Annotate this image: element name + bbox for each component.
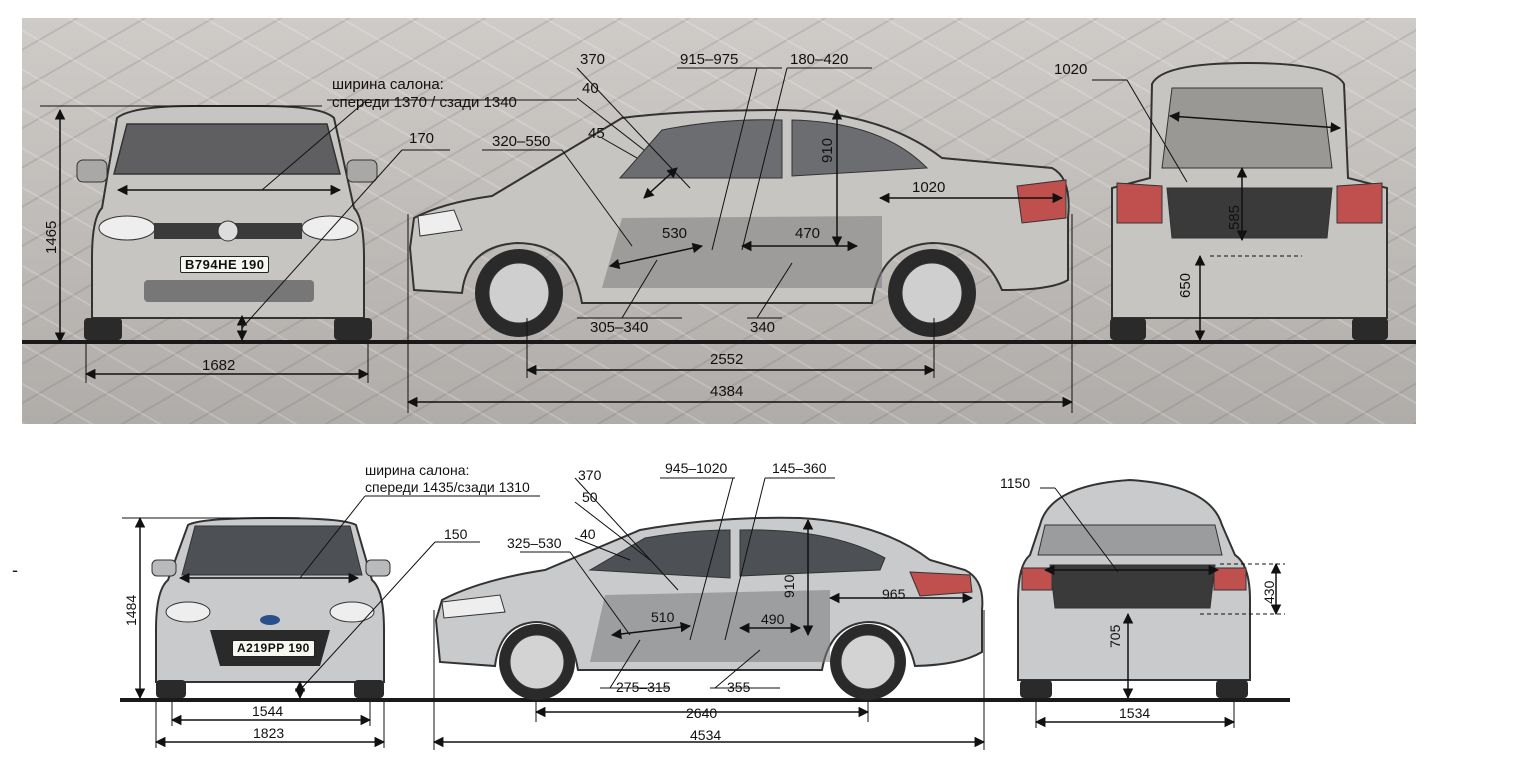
rear-view-car (1017, 478, 1251, 698)
dim-490: 490 (761, 611, 785, 627)
cabin-width-values: спереди 1370 / сзади 1340 (332, 94, 517, 111)
front-view-car (151, 516, 391, 698)
dim-965: 965 (882, 586, 906, 602)
cabin-width-label: ширина салона: (365, 462, 470, 478)
separator-dash: - (12, 560, 18, 580)
top-car-panel: ширина салона: спереди 1370 / сзади 1340… (22, 18, 1416, 424)
trunk-depth-label: 430 (1261, 580, 1277, 604)
dim-1020-cabin: 1020 (912, 179, 946, 196)
dim-325-530: 325–530 (507, 535, 562, 551)
loading-height-label: 650 (1177, 272, 1194, 298)
dim-145-360: 145–360 (772, 460, 827, 476)
trunk-width-label: 1150 (1000, 475, 1031, 491)
dim-355: 355 (727, 679, 751, 695)
length-label: 4534 (690, 727, 722, 743)
dim-370: 370 (580, 51, 606, 68)
cabin-width-note: ширина салона: спереди 1370 / сзади 1340 (332, 76, 517, 112)
dim-50: 50 (582, 489, 598, 505)
dim-945-1020: 945–1020 (665, 460, 728, 476)
license-plate: A219PP 190 (232, 640, 315, 657)
front-view-car (76, 105, 378, 340)
dim-470: 470 (795, 225, 821, 242)
dim-40: 40 (580, 526, 596, 542)
height-label: 1465 (43, 220, 60, 254)
dim-910: 910 (819, 137, 836, 163)
length-label: 4384 (710, 383, 744, 400)
dim-45: 45 (588, 125, 605, 142)
dim-370: 370 (578, 467, 602, 483)
dim-275-315: 275–315 (616, 679, 671, 695)
rear-track-label: 1534 (1119, 705, 1151, 721)
rear-view-car (1110, 61, 1388, 340)
dim-40: 40 (582, 80, 599, 97)
top-car-drawing (22, 61, 1416, 413)
dim-910: 910 (781, 574, 797, 598)
trunk-width-label: 1020 (1054, 61, 1088, 78)
cabin-width-label: ширина салона: (332, 76, 444, 93)
bottom-car-panel: ширина салона: спереди 1435/сзади 1310 A… (0, 430, 1516, 762)
loading-height-label: 705 (1107, 624, 1123, 648)
height-label: 1484 (123, 594, 139, 626)
dim-340: 340 (750, 319, 776, 336)
wheelbase-label: 2640 (686, 705, 718, 721)
dim-320-550: 320–550 (492, 133, 551, 150)
side-view-car (434, 516, 984, 700)
dim-915-975: 915–975 (680, 51, 739, 68)
license-plate: B794HE 190 (180, 256, 270, 273)
side-view-car (408, 108, 1070, 337)
cabin-width-values: спереди 1435/сзади 1310 (365, 479, 530, 495)
dim-305-340: 305–340 (590, 319, 649, 336)
wheelbase-label: 2552 (710, 351, 744, 368)
front-track-label: 1544 (252, 703, 284, 719)
ground-clearance-label: 150 (444, 526, 468, 542)
bottom-car-drawing (120, 477, 1290, 750)
dim-180-420: 180–420 (790, 51, 849, 68)
cabin-width-note: ширина салона: спереди 1435/сзади 1310 (365, 462, 530, 496)
width-label: 1823 (253, 725, 285, 741)
dim-510: 510 (651, 609, 675, 625)
trunk-depth-label: 585 (1226, 204, 1243, 230)
dim-530: 530 (662, 225, 688, 242)
front-track-label: 1682 (202, 357, 236, 374)
ground-clearance-label: 170 (409, 130, 435, 147)
